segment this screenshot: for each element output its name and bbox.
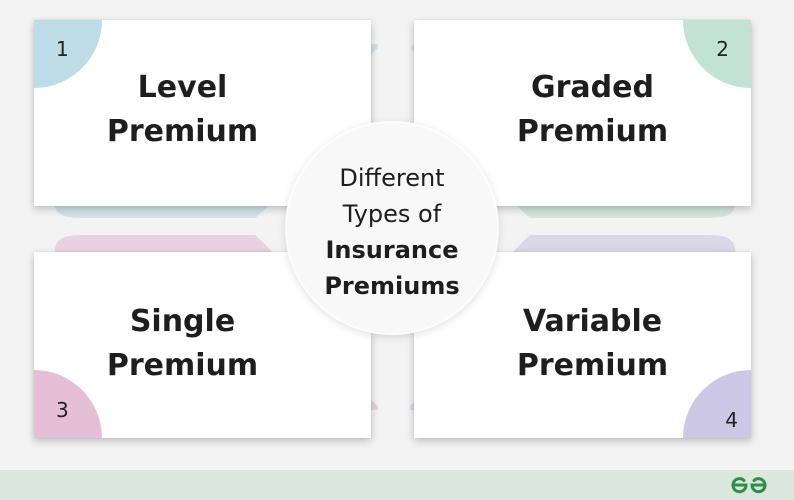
card-title-4: Variable Premium [424, 300, 751, 388]
center-line-2: Types of [342, 200, 442, 228]
card-title-1-line2: Premium [106, 114, 259, 149]
card-title-4-line2: Premium [516, 348, 669, 383]
card-number-1: 1 [56, 37, 69, 61]
footer-bar [0, 470, 794, 500]
geeksforgeeks-logo-icon[interactable] [730, 475, 768, 495]
center-circle: Different Types of Insurance Premiums [287, 123, 497, 333]
card-title-4-line1: Variable [522, 304, 663, 339]
center-line-4: Premiums [324, 272, 460, 300]
center-label: Different Types of Insurance Premiums [287, 160, 497, 304]
card-title-1: Level Premium [34, 66, 351, 154]
card-level-premium: 1 Level Premium [34, 20, 371, 206]
card-number-4: 4 [725, 408, 738, 432]
card-title-2-line2: Premium [516, 114, 669, 149]
card-title-2: Graded Premium [424, 66, 751, 154]
card-number-2: 2 [716, 37, 729, 61]
center-line-3: Insurance [325, 236, 459, 264]
card-title-1-line1: Level [137, 70, 228, 105]
center-line-1: Different [339, 164, 445, 192]
card-number-3: 3 [56, 398, 69, 422]
card-title-3-line2: Premium [106, 348, 259, 383]
premium-types-diagram: 1 Level Premium 2 Graded Premium 3 Singl… [34, 20, 751, 438]
card-title-3-line1: Single [129, 304, 236, 339]
card-title-3: Single Premium [34, 300, 351, 388]
card-title-2-line1: Graded [531, 70, 654, 105]
